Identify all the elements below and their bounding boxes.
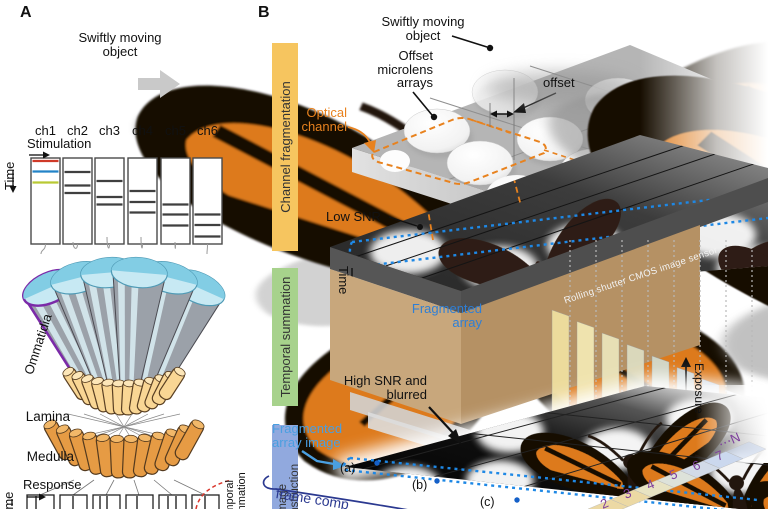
lamina-art [62,366,186,416]
time-arrow-icon [9,186,17,193]
channel-label: ch1 [35,123,56,138]
panelA-label: A [20,4,32,21]
panelA-art [9,36,768,509]
fragmented-array-image-outline [342,456,759,509]
optical-channel-outline-sensor [426,177,522,241]
fragmented-array-label: Fragmented array [411,301,482,330]
frame-marker-b: (b) [412,478,428,492]
moving-object-label-A: Swiftly moving object [78,30,162,59]
motion-arrow-icon [138,70,180,98]
stage-label-temporal-summation: Temporal summation [278,276,293,398]
panelB-label: B [258,4,270,21]
response-boxes [26,479,220,509]
channel-label: ch6 [197,123,218,138]
channel-label: ch5 [165,123,186,138]
offset-double-arrow-icon [507,110,514,118]
sensor-left-edge [330,247,461,313]
frame-brace [262,475,409,509]
stimulation-label: Stimulation [27,136,92,151]
sensor-front-edge [461,178,768,315]
stage-bar-channel-fragmentation [272,43,298,251]
panelB-art [262,28,768,509]
response-label: Response [23,477,82,492]
moving-object-label-B: Swiftly moving object [381,14,465,43]
channel-label: ch2 [67,123,88,138]
object-leader-dot [486,44,494,52]
time-axis-label-A: Time [2,161,17,190]
neural-connections [67,413,181,439]
sensor-body-front [330,269,461,424]
optical-channel-outline [371,117,547,185]
offset-leader-arrow-icon [513,103,526,113]
summed-response-curve [195,479,232,509]
medulla-label: Medulla [26,449,74,464]
lamina-label: Lamina [25,409,70,424]
channel-label: ch4 [132,123,153,138]
frame-marker-a: (a) [340,461,356,475]
exposure-label: Exposure [692,363,706,414]
channel-timing-boxes [30,157,223,245]
stage-label-channel-fragmentation: Channel fragmentation [278,81,293,213]
high-snr-label: High SNR and blurred [343,373,427,402]
frame-marker-dots [514,497,520,503]
channel-label: ch3 [99,123,120,138]
response-arrow-icon [39,493,46,501]
cut-microlens [380,150,410,172]
microlens-leader-dot [430,113,438,121]
time-axis-label-B: Time [336,266,351,295]
ommatidia-art [22,256,226,408]
channel-connectors [40,236,208,255]
frame-marker-c: (c) [480,495,495,509]
offset-microlens-label: Offset microlens arrays [377,48,433,91]
offset-label: offset [543,75,575,90]
temporal-summation-label-A: Temporal summation [224,472,248,509]
optical-channel-arrow-icon [364,140,376,153]
stage-bar-image-reconstruction [272,425,298,509]
frame-number-strip [587,441,767,509]
time-axis-label-A-bottom: Time [1,491,16,509]
high-snr-arrow-icon [448,429,462,445]
stimulation-arrow-icon [43,151,50,159]
low-snr-label: Low SNR [326,209,381,224]
medulla-art [43,419,205,479]
optical-channel-label: Optical channel [301,105,347,134]
stage-bar-temporal-summation [272,268,298,406]
fragmented-array-image-label: Fragmented array image [272,421,343,450]
low-snr-leader-dot [417,224,423,230]
fragmented-array-image-arrow-icon [333,459,345,470]
